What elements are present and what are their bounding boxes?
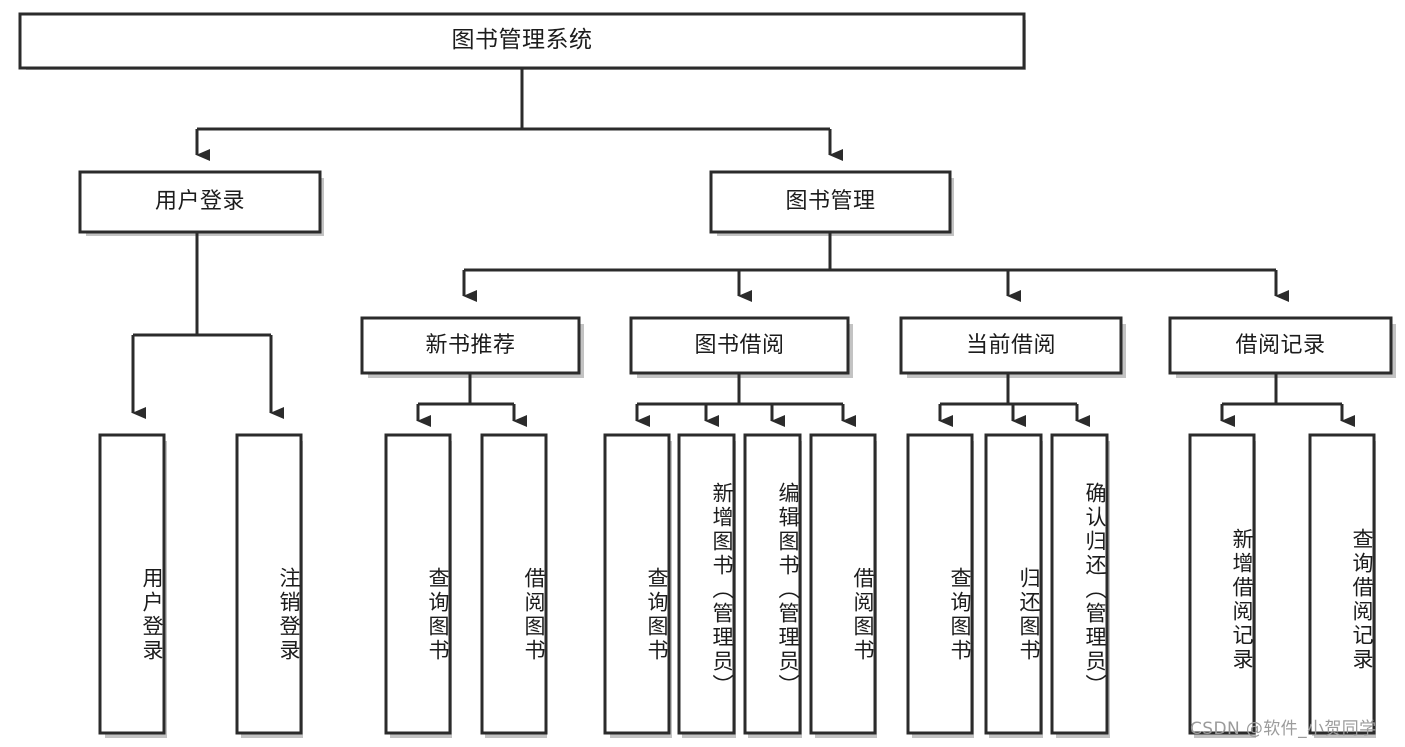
node-box-user-login[interactable] (78, 170, 322, 234)
node-box-leaf-add-record[interactable] (1188, 433, 1256, 735)
node-box-current-borrow[interactable] (899, 316, 1123, 375)
node-box-leaf-query-book-1[interactable] (384, 433, 452, 735)
node-box-leaf-borrow-book-1[interactable] (480, 433, 548, 735)
node-box-book-borrow[interactable] (629, 316, 850, 375)
node-box-leaf-user-logout[interactable] (235, 433, 303, 735)
node-box-leaf-confirm-return[interactable] (1050, 433, 1109, 735)
node-boxes (18, 12, 1393, 735)
node-box-new-book-recommend[interactable] (360, 316, 581, 375)
node-box-root[interactable] (18, 12, 1026, 70)
node-box-leaf-query-book-2[interactable] (603, 433, 671, 735)
node-box-leaf-query-record[interactable] (1308, 433, 1376, 735)
node-box-leaf-borrow-book-2[interactable] (809, 433, 877, 735)
node-box-leaf-return-book[interactable] (984, 433, 1043, 735)
csdn-watermark: CSDN @软件_小贺同学 (1190, 719, 1377, 739)
node-box-leaf-edit-book[interactable] (743, 433, 802, 735)
node-box-leaf-add-book[interactable] (677, 433, 736, 735)
node-box-borrow-record[interactable] (1168, 316, 1393, 375)
connectors (131, 68, 1355, 427)
node-box-leaf-user-login[interactable] (98, 433, 166, 735)
node-box-leaf-query-book-3[interactable] (906, 433, 974, 735)
node-box-book-management[interactable] (709, 170, 952, 234)
